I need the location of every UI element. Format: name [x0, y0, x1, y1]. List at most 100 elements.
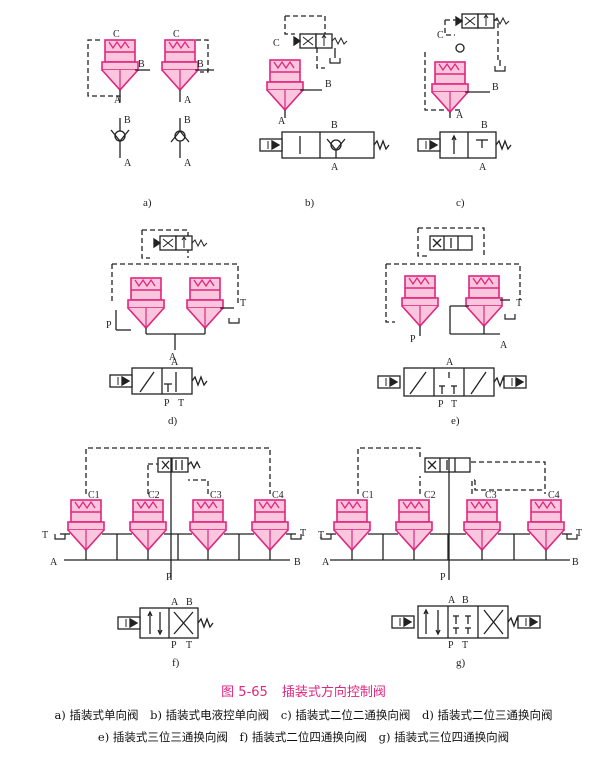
port-label: C3	[210, 490, 222, 501]
solenoid-icon	[109, 374, 133, 388]
figure-caption: 图 5-65 插装式方向控制阀	[0, 681, 607, 700]
legend-line-2: e) 插装式三位三通换向阀 f) 插装式二位四通换向阀 g) 插装式三位四通换向…	[0, 729, 607, 745]
port-label: A	[169, 352, 177, 363]
panel-label: g)	[456, 657, 466, 669]
port-label: B	[184, 115, 191, 126]
port-label: A	[322, 557, 330, 568]
pilot-valve-icon	[455, 13, 510, 29]
solenoid-icon	[377, 375, 401, 389]
cartridge-valve-icon	[395, 499, 433, 551]
cartridge-valve-icon	[266, 59, 304, 111]
port-label: T	[576, 528, 582, 539]
port-label: C	[273, 38, 280, 49]
port-label: T	[240, 298, 246, 309]
panel-label: d)	[168, 415, 178, 427]
panel-label: e)	[451, 415, 460, 427]
port-label: T	[451, 399, 457, 410]
port-label: A	[124, 158, 132, 169]
cartridge-valve-icon	[101, 39, 139, 91]
panel-label: f)	[172, 657, 180, 669]
port-label: C3	[485, 490, 497, 501]
port-label: P	[440, 572, 446, 583]
port-label: C4	[272, 490, 284, 501]
panel-b-labels: C B A B A b)	[273, 38, 339, 209]
check-valve-icon	[110, 129, 130, 142]
figure-number: 图 5-65	[221, 685, 268, 700]
panel-c-labels: C B A B A c)	[437, 30, 499, 209]
port-label: A	[171, 597, 179, 608]
tank-icon	[54, 533, 66, 540]
panel-e	[377, 227, 527, 397]
legend-item: d) 插装式二位三通换向阀	[422, 708, 553, 722]
panel-g-labels: C1 C2 C3 C4 T A T B P A B P T g)	[318, 490, 582, 669]
cartridge-valve-icon	[127, 277, 165, 329]
port-label: T	[178, 398, 184, 409]
port-label: A	[114, 95, 122, 106]
port-label: A	[456, 110, 464, 121]
port-label: T	[186, 640, 192, 651]
solenoid-icon	[503, 375, 527, 389]
port-label: P	[171, 640, 177, 651]
port-label: A	[479, 162, 487, 173]
panel-label: c)	[456, 197, 465, 209]
cartridge-valve-icon	[186, 277, 224, 329]
panel-f	[54, 447, 302, 639]
port-label: T	[42, 530, 48, 541]
port-label: C	[173, 29, 180, 40]
port-label: T	[300, 528, 306, 539]
port-label: T	[516, 298, 522, 309]
port-label: C2	[148, 490, 160, 501]
figure-title: 插装式方向控制阀	[281, 685, 386, 700]
panel-label: a)	[143, 197, 152, 209]
port-label: B	[124, 115, 131, 126]
port-label: A	[50, 557, 58, 568]
port-label: A	[500, 340, 508, 351]
port-label: B	[462, 595, 469, 606]
port-label: C	[437, 30, 444, 41]
port-label: A	[278, 116, 286, 127]
port-label: B	[197, 59, 204, 70]
port-label: A	[184, 95, 192, 106]
port-label: C1	[88, 490, 100, 501]
panel-e-labels: P T A A P T e)	[410, 298, 522, 427]
legend-item: g) 插装式三位四通换向阀	[378, 730, 510, 744]
cartridge-valve-icon	[251, 499, 289, 551]
legend-item: a) 插装式单向阀	[54, 708, 139, 722]
port-label: B	[138, 59, 145, 70]
cartridge-valve-icon	[431, 61, 469, 113]
panel-label: b)	[305, 197, 315, 209]
port-label: C	[113, 29, 120, 40]
cartridge-valve-icon	[465, 275, 503, 327]
port-label: P	[438, 399, 444, 410]
cartridge-valve-icon	[161, 39, 199, 91]
cartridge-valve-icon	[463, 499, 501, 551]
cartridge-valve-icon	[189, 499, 227, 551]
panel-c	[417, 13, 512, 159]
legend-item: c) 插装式二位二通换向阀	[280, 708, 411, 722]
panel-g	[320, 447, 578, 639]
port-label: T	[318, 530, 324, 541]
legend-item: f) 插装式二位四通换向阀	[239, 730, 367, 744]
panel-d	[109, 229, 240, 395]
port-label: C2	[424, 490, 436, 501]
port-label: P	[410, 334, 416, 345]
port-label: B	[481, 120, 488, 131]
port-label: T	[462, 640, 468, 651]
port-label: A	[171, 357, 179, 368]
port-label: P	[164, 398, 170, 409]
cartridge-valve-icon	[527, 499, 565, 551]
panel-f-labels: C1 C2 C3 C4 T A T B P A B P T f)	[42, 490, 306, 669]
port-label: A	[446, 357, 454, 368]
tank-icon	[329, 57, 341, 64]
panel-a-labels: C B A C B A B A B A a)	[113, 29, 204, 209]
pilot-valve-icon	[293, 33, 348, 49]
solenoid-icon	[391, 615, 415, 629]
port-label: P	[166, 572, 172, 583]
hydraulic-schematic: C B A C B A B A B A a) C B A B A b) C B …	[42, 13, 582, 669]
port-label: B	[186, 597, 193, 608]
port-label: B	[294, 557, 301, 568]
solenoid-icon	[417, 138, 441, 152]
cartridge-valve-icon	[129, 499, 167, 551]
panel-b	[259, 15, 390, 159]
